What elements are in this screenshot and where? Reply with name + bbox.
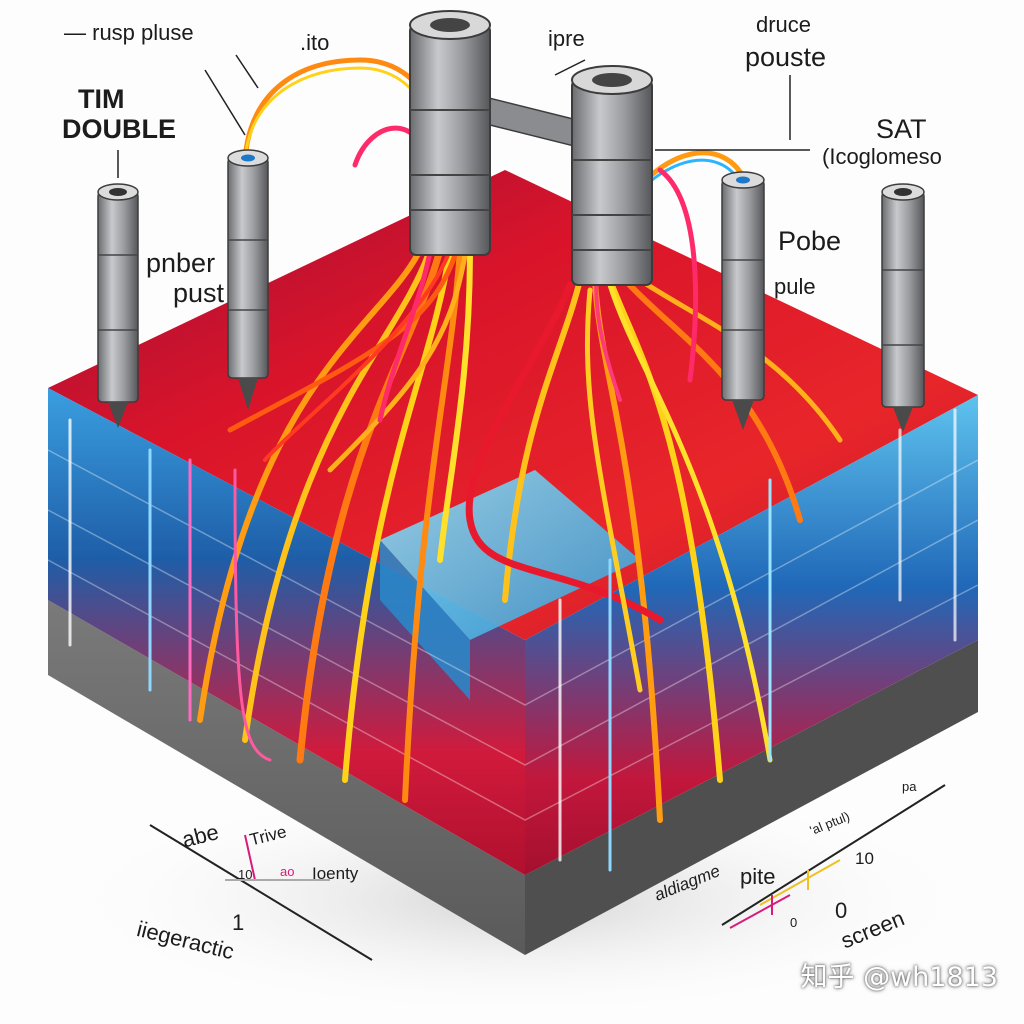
- right-axis-pite: pite: [740, 864, 776, 889]
- label-pust: pust: [173, 278, 225, 308]
- probe-central-right: [571, 65, 653, 286]
- left-axis-ao: ao: [280, 864, 295, 879]
- label-tim: TIM: [78, 84, 125, 114]
- watermark: 知乎 @wh1813: [800, 962, 999, 993]
- block-step-wall: [380, 540, 470, 700]
- right-axis-top-label-b: pa: [902, 779, 917, 794]
- probe-left-outer: [97, 183, 139, 428]
- label-sat: SAT: [876, 114, 927, 144]
- probe-right-outer: [881, 183, 925, 432]
- fiber-drops: [68, 408, 957, 872]
- left-axis-nums: 10: [238, 867, 253, 882]
- label-rusp-pluse: — rusp pluse: [64, 20, 194, 45]
- label-ipre: ipre: [548, 26, 585, 51]
- block-layer-lines: [47, 449, 979, 821]
- label-pule: pule: [774, 274, 816, 299]
- label-pnber: pnber: [146, 248, 216, 278]
- block-right-face: [525, 395, 978, 875]
- right-axis-zero: 0: [835, 898, 848, 923]
- block-base-right: [525, 640, 978, 955]
- block-base-left: [48, 600, 525, 955]
- right-axis-zero-small: 0: [790, 915, 798, 930]
- probe-central-left: [409, 10, 583, 256]
- label-double: DOUBLE: [62, 114, 176, 144]
- label-icoglomeso: (Icoglomeso: [822, 144, 942, 169]
- label-leaders: [117, 54, 810, 178]
- left-axis-ioenty: Ioenty: [312, 864, 359, 883]
- right-axis-ten: 10: [855, 849, 874, 868]
- label-ito: .ito: [300, 30, 330, 55]
- label-pobe: Pobe: [778, 226, 842, 256]
- probe-left-inner: [227, 149, 269, 410]
- label-druce: druce: [756, 12, 812, 37]
- left-axis-lines: [149, 824, 373, 961]
- right-axis-lines: [721, 784, 946, 929]
- probe-right-inner: [721, 171, 765, 430]
- left-axis-one: 1: [232, 910, 245, 935]
- label-pouste: pouste: [745, 42, 827, 72]
